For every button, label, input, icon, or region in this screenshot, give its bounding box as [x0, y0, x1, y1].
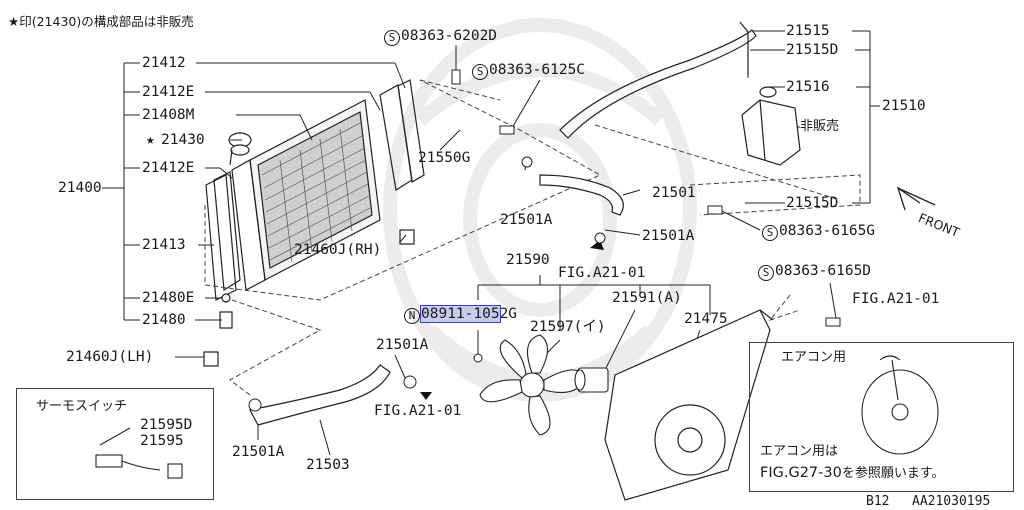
hoses — [249, 21, 757, 426]
standard-part-mark: S — [762, 225, 778, 241]
footer-page: B12 — [866, 494, 890, 509]
aircon-title: エアコン用 — [781, 350, 847, 365]
header-note: ★印(21430)の構成部品は非販売 — [8, 14, 194, 29]
label-21412E-top[interactable]: 21412E — [142, 84, 195, 100]
radiator-core — [203, 79, 425, 367]
label-21413[interactable]: 21413 — [142, 237, 186, 253]
aircon-note-line2: FIG.G27-30を参照願います。 — [760, 465, 945, 482]
label-21515D-top[interactable]: 21515D — [786, 42, 839, 58]
label-21501A-lower[interactable]: 21501A — [376, 337, 429, 353]
fastener-number: 08363-6202D — [401, 28, 498, 44]
star-marker: ★ — [146, 132, 155, 148]
leader-lines — [102, 30, 880, 456]
label-21412[interactable]: 21412 — [142, 55, 186, 71]
label-21412E-mid[interactable]: 21412E — [142, 160, 195, 176]
aircon-note-line1: エアコン用は — [760, 444, 839, 459]
label-21501A-upper[interactable]: 21501A — [500, 212, 553, 228]
fig-ref-b[interactable]: FIG.A21-01 — [374, 403, 462, 419]
standard-part-mark: S — [758, 265, 774, 281]
fig-ref-c[interactable]: FIG.A21-01 — [852, 291, 940, 307]
not-for-sale-label: 非販売 — [800, 119, 840, 134]
part-number-suffix: 2G — [499, 306, 518, 322]
fan-shroud — [604, 309, 774, 501]
fastener-number: 08363-6125C — [489, 62, 586, 78]
front-arrow — [896, 186, 936, 211]
fan-blade — [479, 334, 586, 436]
label-21595D[interactable]: 21595D — [140, 417, 193, 433]
label-21400[interactable]: 21400 — [58, 180, 102, 196]
nut-mark: N — [404, 308, 420, 324]
label-21475[interactable]: 21475 — [684, 311, 728, 327]
aircon-note-suffix: を参照願います。 — [841, 466, 945, 481]
label-21501A-bottom[interactable]: 21501A — [232, 444, 285, 460]
watermark-emblem — [383, 18, 697, 402]
label-21460J-RH[interactable]: 21460J(RH) — [294, 242, 382, 258]
label-21591A[interactable]: 21591(A) — [612, 290, 682, 306]
label-21595[interactable]: 21595 — [140, 433, 184, 449]
standard-part-mark: S — [472, 64, 488, 80]
label-21430[interactable]: 21430 — [161, 132, 205, 148]
highlighted-part-number: 08911-105 — [420, 305, 501, 323]
label-21503[interactable]: 21503 — [306, 457, 350, 473]
label-21510[interactable]: 21510 — [882, 98, 926, 114]
thermo-switch — [95, 427, 183, 479]
fastener-number: 08363-6165D — [775, 263, 872, 279]
label-21516[interactable]: 21516 — [786, 79, 830, 95]
fig-ref-a[interactable]: FIG.A21-01 — [558, 265, 646, 281]
label-21515D-bottom[interactable]: 21515D — [786, 195, 839, 211]
aircon-inset — [749, 342, 1014, 492]
label-21480[interactable]: 21480 — [142, 312, 186, 328]
thermo-switch-title: サーモスイッチ — [36, 399, 128, 414]
thermo-switch-inset — [16, 388, 214, 500]
label-21408M[interactable]: 21408M — [142, 107, 195, 123]
aircon-fan — [861, 355, 939, 455]
standard-part-mark: S — [384, 30, 400, 46]
reservoir-tank — [741, 86, 801, 166]
fan-motor — [574, 367, 609, 393]
label-21515[interactable]: 21515 — [786, 23, 830, 39]
label-21550G[interactable]: 21550G — [418, 150, 471, 166]
label-21597[interactable]: 21597(イ) — [530, 319, 606, 335]
label-21460J-LH[interactable]: 21460J(LH) — [66, 349, 154, 365]
bolts — [248, 69, 841, 412]
label-21501A-right[interactable]: 21501A — [642, 228, 695, 244]
aircon-fig-ref[interactable]: FIG.G27-30 — [760, 465, 842, 481]
footer-code: AA21030195 — [912, 494, 991, 509]
label-21480E[interactable]: 21480E — [142, 290, 195, 306]
fastener-number: 08363-6165G — [779, 223, 876, 239]
assembly-outline — [204, 79, 861, 396]
label-21590[interactable]: 21590 — [506, 252, 550, 268]
label-21501[interactable]: 21501 — [652, 185, 696, 201]
